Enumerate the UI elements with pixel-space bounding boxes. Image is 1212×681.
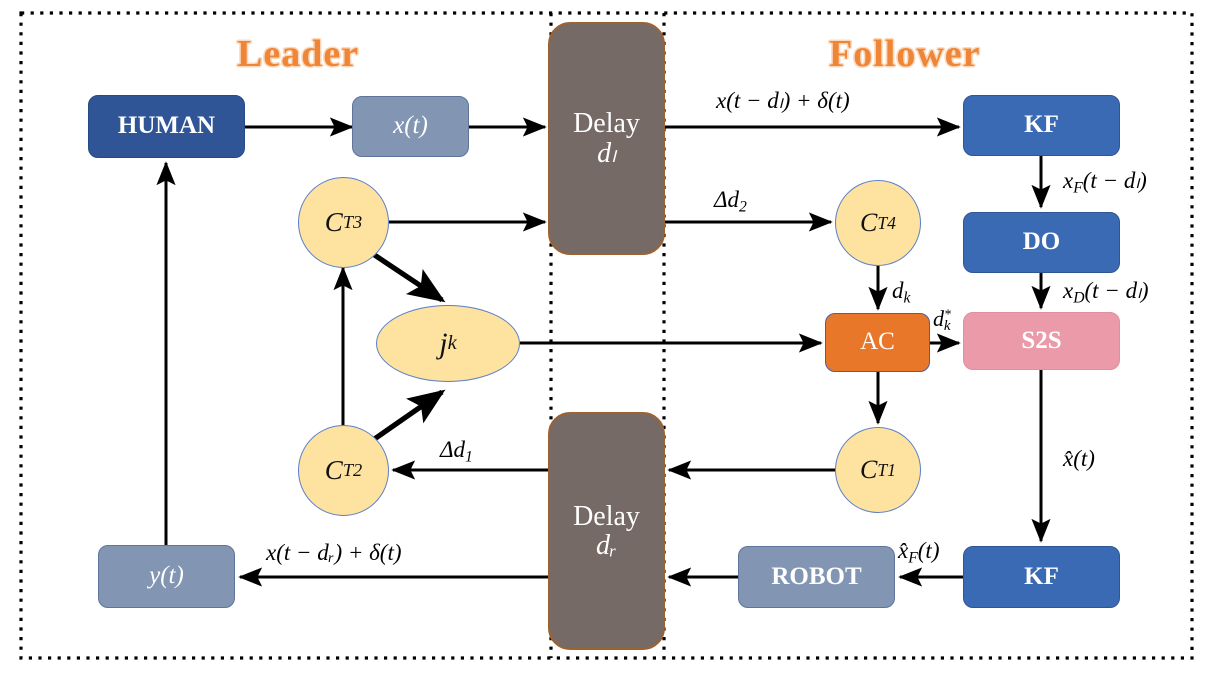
ac-box[interactable]: AC [825,313,930,372]
dk-text: d [892,278,904,303]
label-dk: dk [892,278,910,307]
label-xf-delayed: xF(t − dₗ) [1063,168,1147,197]
xt-box[interactable]: x(t) [352,96,469,157]
kf-bottom-box[interactable]: KF [963,546,1120,608]
label-delta-d2: Δd2 [714,187,747,216]
outer-dotted-frame [19,11,1194,660]
robot-box[interactable]: ROBOT [738,546,895,608]
xf-hat-text: x̂ [898,538,909,563]
ct4-subscript: T4 [877,212,896,233]
arrow-ct2-to-jk [371,389,446,443]
delay-r-word: Delay [573,500,640,532]
label-xf-hat: x̂F(t) [898,538,939,567]
dk-sub: k [903,289,911,307]
xd-delayed-rest: (t − dₗ) [1084,278,1149,303]
jk-label: j [439,326,448,360]
delta-d1-text: Δd [440,437,465,462]
xf-delayed-sub: F [1073,179,1083,197]
delay-r-symbol: dᵣ [596,530,617,561]
delta-d1-sub: 1 [465,448,473,466]
ct3-label: C [324,207,343,237]
ct2-subscript: T2 [342,460,363,480]
label-x-delayed-robot: x(t − dᵣ) + δ(t) [266,540,402,565]
ct4-label: C [859,208,878,237]
yt-box[interactable]: y(t) [98,545,235,608]
dk-star-sup: * [944,306,951,322]
do-box[interactable]: DO [963,212,1120,273]
ct2-label: C [324,455,343,485]
label-delta-d1: Δd1 [440,437,473,466]
label-x-delayed-leader: x(t − dₗ) + δ(t) [716,88,850,113]
kf-top-box[interactable]: KF [963,95,1120,156]
dk-star-text: d [933,306,944,331]
delay-l-word: Delay [573,108,640,140]
ct1-label: C [859,455,878,484]
jk-subscript: k [447,332,457,354]
label-x-hat: x̂(t) [1063,446,1095,471]
xd-delayed-sub: D [1073,289,1085,307]
human-box[interactable]: HUMAN [88,95,245,158]
xf-hat-sub: F [908,549,918,567]
delta-d2-text: Δd [714,187,739,212]
delay-l-box[interactable]: Delay dₗ [548,22,665,255]
ct3-subscript: T3 [342,212,363,232]
leader-title: Leader [237,33,360,75]
label-xd-delayed: xD(t − dₗ) [1063,278,1149,307]
arrow-ct3-to-jk [371,251,446,303]
s2s-box[interactable]: S2S [963,312,1120,370]
delta-d2-sub: 2 [739,198,747,216]
delay-l-symbol: dₗ [597,137,616,169]
xf-hat-rest: (t) [917,538,940,563]
follower-title: Follower [829,33,981,75]
dk-star-sub: k [943,318,951,335]
ct1-subscript: T1 [877,459,896,480]
label-dk-star: d*k [933,306,951,335]
xf-delayed-rest: (t − dₗ) [1082,168,1147,193]
delay-r-box[interactable]: Delay dᵣ [548,412,665,650]
xf-delayed-text: x [1063,168,1074,193]
xd-delayed-text: x [1063,278,1074,303]
